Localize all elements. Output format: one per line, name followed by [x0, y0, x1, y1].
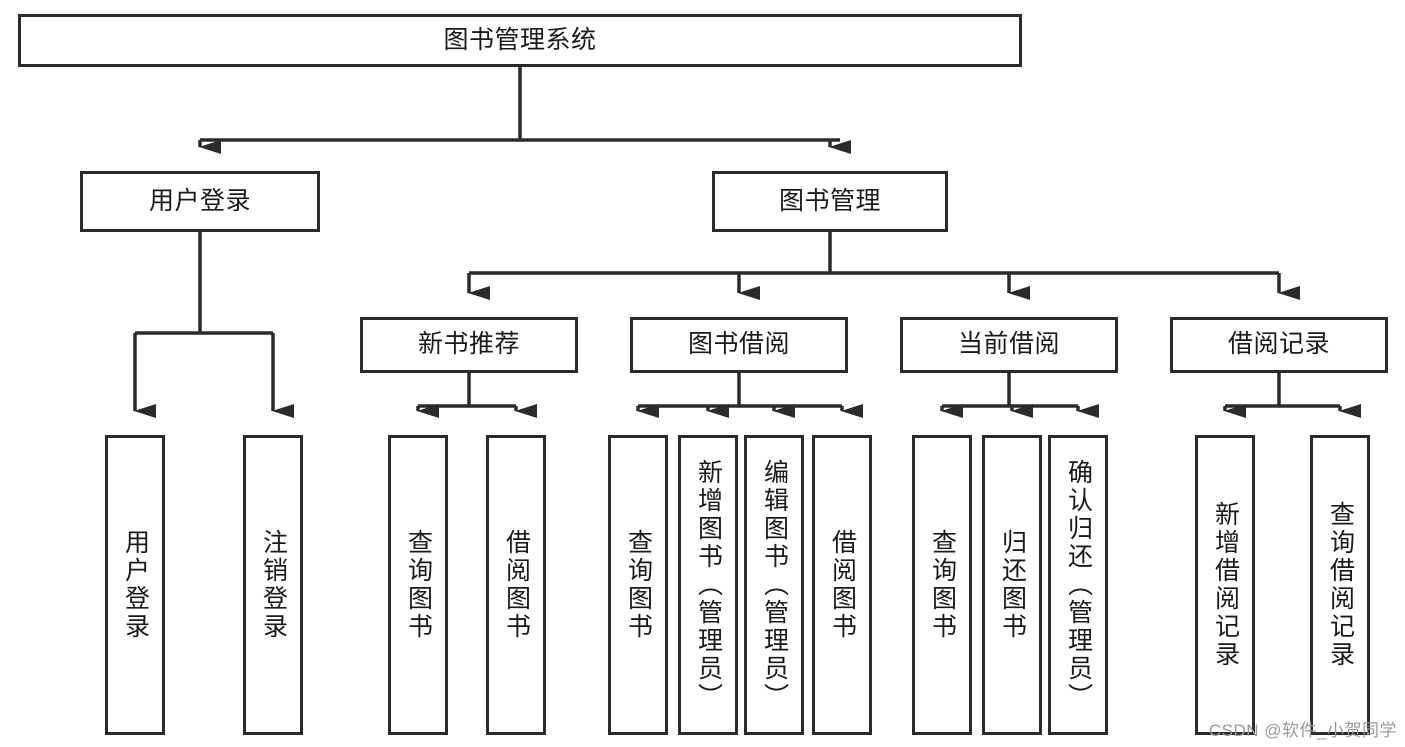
node-leaf-bb-borrow[interactable]: 借阅图书 — [812, 435, 872, 735]
node-leaf-br-query-label: 查询借阅记录 — [1326, 501, 1355, 669]
node-leaf-cb-query[interactable]: 查询图书 — [912, 435, 972, 735]
node-leaf-user-logout-label: 注销登录 — [259, 529, 288, 641]
node-leaf-user-logout[interactable]: 注销登录 — [243, 435, 303, 735]
node-new-book-rec-label: 新书推荐 — [417, 330, 520, 359]
node-leaf-bb-borrow-label: 借阅图书 — [828, 529, 857, 641]
node-leaf-br-query[interactable]: 查询借阅记录 — [1310, 435, 1370, 735]
node-leaf-br-add-label: 新增借阅记录 — [1211, 501, 1240, 669]
node-borrow-record[interactable]: 借阅记录 — [1170, 317, 1388, 373]
node-leaf-rec-borrow-label: 借阅图书 — [502, 529, 531, 641]
node-leaf-user-login-label: 用户登录 — [121, 529, 150, 641]
node-leaf-rec-query-label: 查询图书 — [404, 529, 433, 641]
node-leaf-rec-query[interactable]: 查询图书 — [388, 435, 448, 735]
node-leaf-bb-edit-label: 编辑图书（管理员） — [760, 459, 789, 711]
node-root[interactable]: 图书管理系统 — [18, 14, 1022, 67]
node-current-borrow-label: 当前借阅 — [957, 330, 1060, 359]
node-user-login-label: 用户登录 — [148, 186, 251, 215]
watermark-text: CSDN @软件_小贺同学 — [1208, 721, 1397, 740]
node-book-manage-label: 图书管理 — [778, 186, 881, 215]
node-current-borrow[interactable]: 当前借阅 — [900, 317, 1118, 373]
node-leaf-bb-query-label: 查询图书 — [624, 529, 653, 641]
node-leaf-cb-confirm-label: 确认归还（管理员） — [1064, 459, 1093, 711]
node-leaf-user-login[interactable]: 用户登录 — [105, 435, 165, 735]
node-leaf-cb-return-label: 归还图书 — [998, 529, 1027, 641]
node-user-login[interactable]: 用户登录 — [80, 171, 320, 232]
node-leaf-bb-add[interactable]: 新增图书（管理员） — [678, 435, 738, 735]
node-leaf-rec-borrow[interactable]: 借阅图书 — [486, 435, 546, 735]
node-leaf-bb-edit[interactable]: 编辑图书（管理员） — [744, 435, 804, 735]
node-book-borrow-label: 图书借阅 — [687, 330, 790, 359]
node-leaf-br-add[interactable]: 新增借阅记录 — [1195, 435, 1255, 735]
node-leaf-cb-query-label: 查询图书 — [928, 529, 957, 641]
node-leaf-cb-return[interactable]: 归还图书 — [982, 435, 1042, 735]
node-root-label: 图书管理系统 — [443, 25, 597, 54]
node-leaf-cb-confirm[interactable]: 确认归还（管理员） — [1048, 435, 1108, 735]
node-book-manage[interactable]: 图书管理 — [712, 171, 948, 232]
node-leaf-bb-query[interactable]: 查询图书 — [608, 435, 668, 735]
node-new-book-rec[interactable]: 新书推荐 — [360, 317, 578, 373]
node-borrow-record-label: 借阅记录 — [1227, 330, 1330, 359]
node-leaf-bb-add-label: 新增图书（管理员） — [694, 459, 723, 711]
node-book-borrow[interactable]: 图书借阅 — [630, 317, 848, 373]
